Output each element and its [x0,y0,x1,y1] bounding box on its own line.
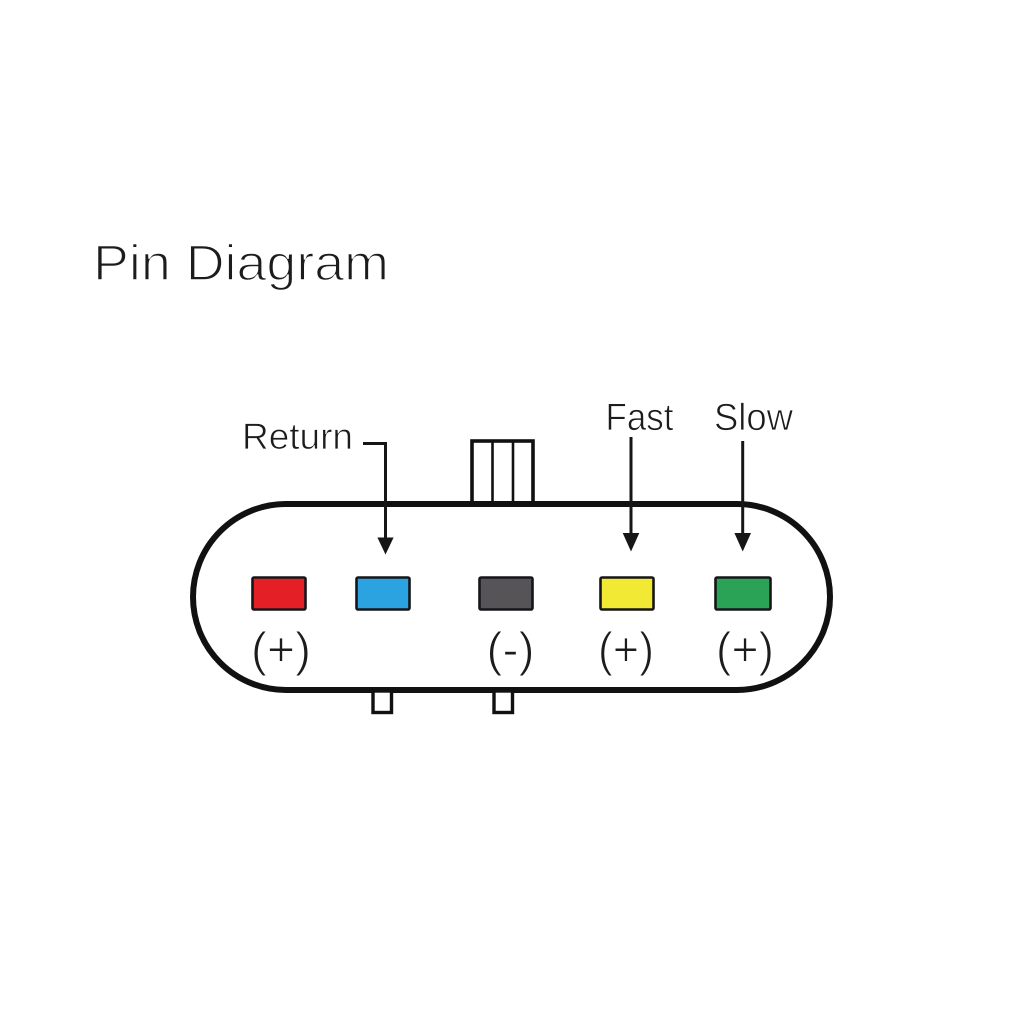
svg-text:(+): (+) [716,624,774,677]
svg-text:(+): (+) [251,624,311,677]
svg-text:(+): (+) [598,624,654,677]
svg-text:Return: Return [242,416,353,457]
svg-text:Pin Diagram: Pin Diagram [93,235,389,291]
svg-text:Fast: Fast [606,397,674,439]
svg-text:(-): (-) [487,624,535,677]
svg-text:Slow: Slow [714,397,794,439]
